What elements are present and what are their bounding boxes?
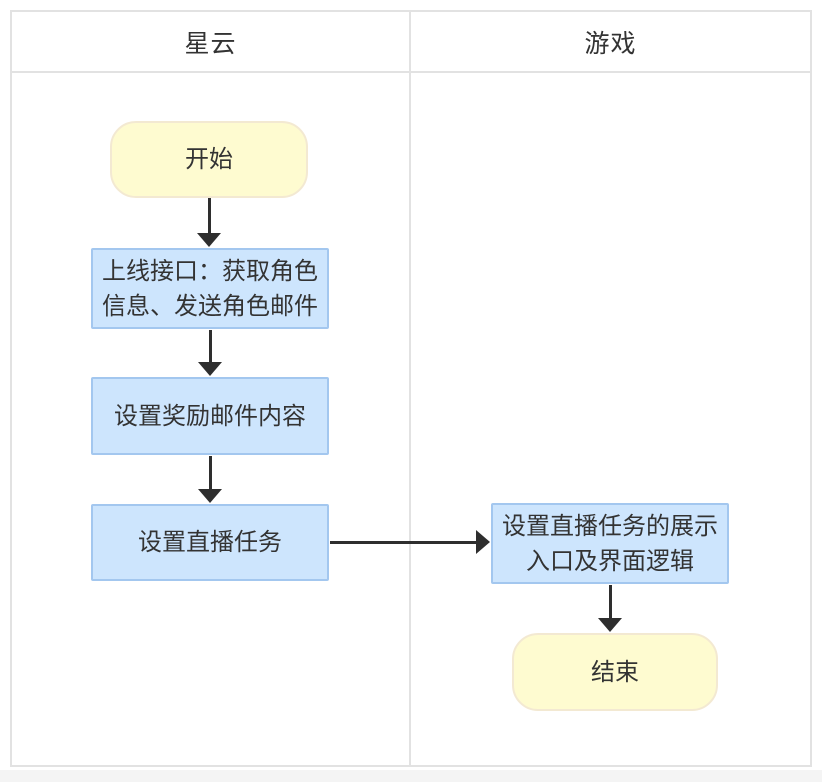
flow-node-online-api[interactable]: 上线接口：获取角色 信息、发送角色邮件 [91,248,329,329]
flow-node-live-task[interactable]: 设置直播任务 [91,504,329,581]
lane-title: 星云 [184,29,237,58]
arrow-stem [208,330,212,362]
node-label: 开始 [185,146,233,173]
lane-title: 游戏 [584,29,637,58]
arrow-reward-mail-to-live-task [198,456,222,503]
node-label: 设置直播任务 [138,529,282,556]
arrow-task-display-to-end [598,585,622,632]
arrow-stem [208,456,212,489]
flow-node-start[interactable]: 开始 [110,121,308,198]
arrow-down-icon [198,362,222,376]
flow-node-task-display[interactable]: 设置直播任务的展示 入口及界面逻辑 [491,503,729,584]
lane-header-xingyun: 星云 [12,12,411,73]
arrow-start-to-online-api [197,198,221,247]
node-label: 设置直播任务的展示 入口及界面逻辑 [502,512,718,575]
node-label: 上线接口：获取角色 信息、发送角色邮件 [102,257,318,320]
arrow-online-api-to-reward-mail [198,330,222,376]
arrow-stem [330,540,476,544]
arrow-down-icon [197,233,221,247]
arrow-down-icon [198,489,222,503]
flow-node-end[interactable]: 结束 [512,633,718,711]
arrow-down-icon [598,618,622,632]
lane-header-youxi: 游戏 [411,12,810,73]
flow-node-reward-mail[interactable]: 设置奖励邮件内容 [91,377,329,455]
arrow-right-icon [476,530,490,554]
arrow-live-task-to-task-display [330,530,490,554]
node-label: 结束 [591,658,639,686]
arrow-stem [207,198,211,233]
node-label: 设置奖励邮件内容 [114,402,306,430]
lane-body-xingyun [12,73,411,765]
arrow-stem [608,585,612,618]
